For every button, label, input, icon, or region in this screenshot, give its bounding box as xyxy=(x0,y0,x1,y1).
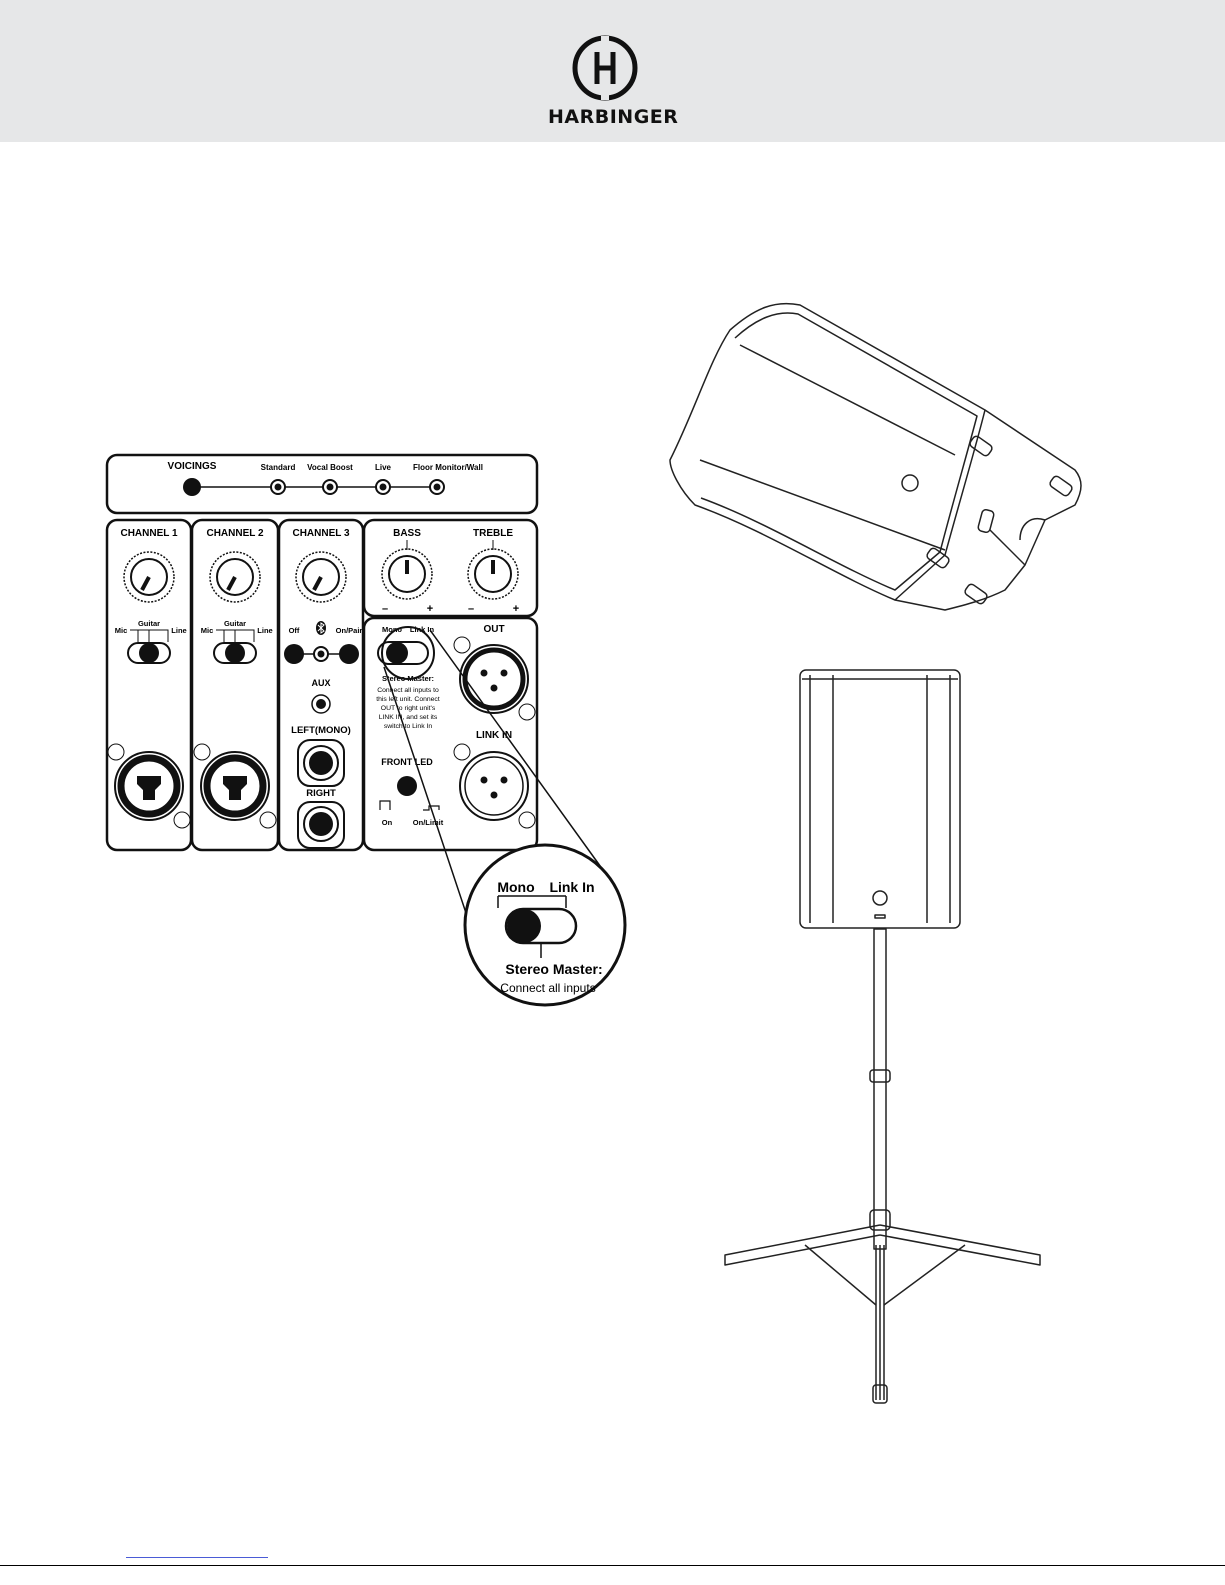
svg-text:Live: Live xyxy=(375,463,392,472)
stereo-master-desc-4: LINK IN, and set its xyxy=(379,714,438,721)
bass-title: BASS xyxy=(393,528,421,539)
link-box xyxy=(362,616,539,852)
stereo-master-desc-1: Connect all inputs to xyxy=(377,687,439,694)
voicings-title: VOICINGS xyxy=(168,461,217,472)
treble-plus-label: + xyxy=(513,603,519,615)
zoom-desc: Connect all inputs xyxy=(500,981,595,995)
bass-plus-label: + xyxy=(427,603,433,615)
channel1-combo-jack[interactable] xyxy=(107,743,191,829)
bt-on-label: On/Pair xyxy=(336,626,363,635)
front-led-on-limit-label: On/Limit xyxy=(413,818,444,827)
voicing-option-live[interactable]: Live xyxy=(375,463,392,495)
left-mono-jack[interactable] xyxy=(297,739,345,787)
treble-title: TREBLE xyxy=(473,528,513,539)
voicing-option-vocal-boost[interactable]: Vocal Boost xyxy=(307,463,353,495)
footer-link[interactable] xyxy=(126,1557,268,1558)
voicings-box xyxy=(105,453,539,515)
aux-label: AUX xyxy=(311,678,330,688)
h-circle-icon xyxy=(572,35,638,101)
bluetooth-switch[interactable] xyxy=(284,644,359,664)
voicing-option-floor-monitor[interactable]: Floor Monitor/Wall xyxy=(413,463,483,495)
brand-logo: HARBINGER xyxy=(548,34,679,130)
zoom-link-in-label: Link In xyxy=(549,879,594,895)
front-led-switch[interactable] xyxy=(397,776,417,796)
treble-knob[interactable] xyxy=(467,548,519,600)
link-in-switch-label: Link In xyxy=(410,625,435,634)
mono-label: Mono xyxy=(382,625,402,634)
zoom-callout: Mono Link In Stereo Master: Connect all … xyxy=(463,843,627,1007)
right-label: RIGHT xyxy=(306,788,336,799)
bluetooth-icon xyxy=(316,621,326,635)
channel1-gain-knob[interactable] xyxy=(123,551,175,603)
zoom-source-circle xyxy=(381,626,435,680)
channel2-title: CHANNEL 2 xyxy=(206,528,263,539)
channel1-input-switch[interactable] xyxy=(127,642,171,664)
rear-panel-diagram: VOICINGS Standard Vocal Boost Live Floor… xyxy=(105,453,627,1007)
footer-rule xyxy=(0,1565,1225,1566)
ch1-line-label: Line xyxy=(171,626,186,635)
out-label: OUT xyxy=(483,624,504,635)
stereo-master-desc-2: this left unit. Connect xyxy=(376,696,440,703)
channel1-title: CHANNEL 1 xyxy=(120,528,177,539)
bt-off-label: Off xyxy=(289,626,300,635)
treble-minus-label: – xyxy=(468,603,474,615)
svg-text:Floor Monitor/Wall: Floor Monitor/Wall xyxy=(413,463,483,472)
stereo-link-switch[interactable] xyxy=(377,641,429,665)
ch1-mic-label: Mic xyxy=(115,626,128,635)
front-led-on-label: On xyxy=(382,818,393,827)
link-in-xlr-jack[interactable] xyxy=(453,743,536,829)
left-mono-label: LEFT(MONO) xyxy=(291,725,351,736)
bass-minus-label: – xyxy=(382,603,388,615)
channel3-title: CHANNEL 3 xyxy=(292,528,349,539)
channel2-gain-knob[interactable] xyxy=(209,551,261,603)
front-led-title: FRONT LED xyxy=(381,757,433,767)
svg-text:Standard: Standard xyxy=(261,463,296,472)
out-xlr-jack[interactable] xyxy=(453,636,536,721)
stereo-master-desc-3: OUT to right unit's xyxy=(381,705,436,712)
zoom-mono-label: Mono xyxy=(497,879,534,895)
brand-name: HARBINGER xyxy=(548,106,679,128)
ch2-guitar-label: Guitar xyxy=(224,619,246,628)
voicing-option-standard[interactable]: Standard xyxy=(261,463,296,495)
channel2-input-switch[interactable] xyxy=(213,642,257,664)
led-mode-icons xyxy=(379,800,440,811)
header-band: HARBINGER xyxy=(0,0,1225,142)
svg-text:Vocal Boost: Vocal Boost xyxy=(307,463,353,472)
stereo-master-desc-5: switch to Link In xyxy=(384,723,433,730)
channel3-gain-knob[interactable] xyxy=(295,551,347,603)
ch2-mic-label: Mic xyxy=(201,626,214,635)
bass-knob[interactable] xyxy=(381,548,433,600)
voicings-indicator xyxy=(183,478,201,496)
ch1-guitar-label: Guitar xyxy=(138,619,160,628)
right-jack[interactable] xyxy=(297,801,345,849)
zoom-stereo-master-label: Stereo Master: xyxy=(505,961,602,977)
speaker-on-stand-illustration xyxy=(724,669,1041,1404)
channel2-combo-jack[interactable] xyxy=(193,743,277,829)
link-in-label: LINK IN xyxy=(476,730,512,741)
eq-box xyxy=(362,518,539,618)
aux-jack[interactable] xyxy=(311,694,331,714)
ch2-line-label: Line xyxy=(257,626,272,635)
speaker-floor-monitor-illustration xyxy=(669,302,1082,611)
